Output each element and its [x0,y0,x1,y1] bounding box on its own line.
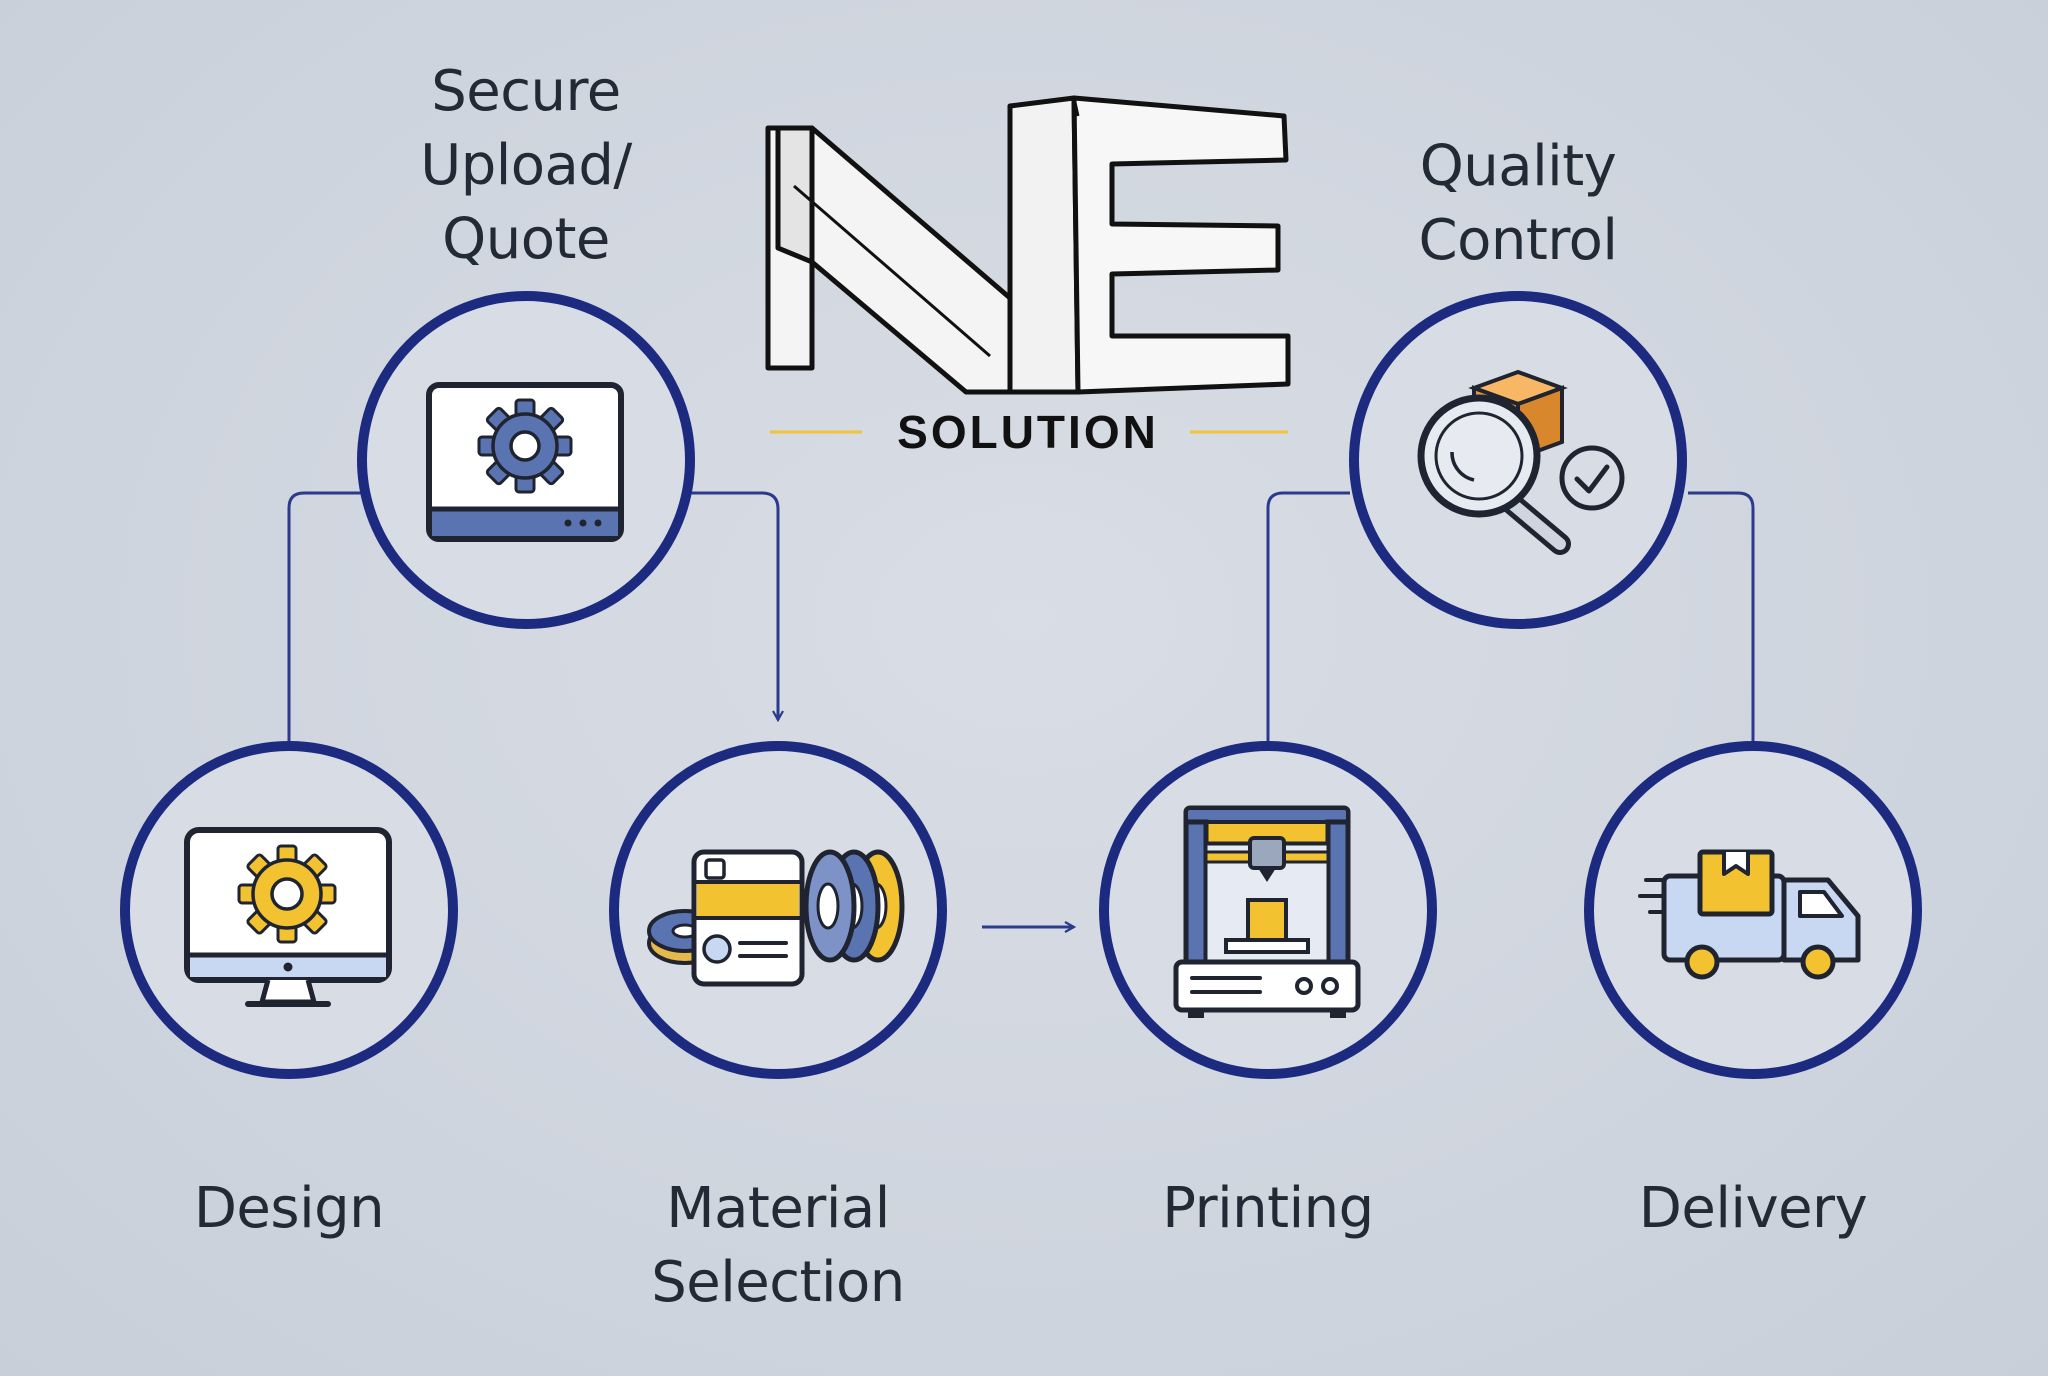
filament-spools-icon [647,849,905,987]
label-delivery: Delivery [1603,1172,1903,1246]
label-line: Printing [1162,1176,1374,1241]
magnifier-check-icon [1417,369,1625,555]
label-line: Delivery [1638,1176,1868,1241]
label-printing: Printing [1118,1172,1418,1246]
desktop-gear-icon [184,827,392,1007]
connector-quality-to-printing [1266,491,1350,742]
label-line: Material [666,1176,890,1241]
label-line: Upload/ [420,133,632,198]
label-line: Quote [442,207,610,272]
connector-upload-to-material [690,491,778,720]
3d-printer-icon [1173,805,1361,1018]
label-line: Secure [431,59,621,124]
label-design: Design [139,1172,439,1246]
label-line: Control [1418,208,1618,273]
connector-upload-to-design [287,491,362,742]
label-quality-control: Quality Control [1368,130,1668,278]
label-line: Selection [651,1250,905,1315]
label-material-selection: Material Selection [628,1172,928,1320]
monitor-gear-icon [426,382,624,542]
connector-quality-to-delivery [1688,491,1755,742]
delivery-truck-icon [1638,849,1861,980]
ne-logo [765,95,1291,395]
logo-word: SOLUTION [897,406,1159,458]
label-line: Quality [1419,134,1617,199]
label-secure-upload: Secure Upload/ Quote [376,55,676,277]
label-line: Design [193,1176,385,1241]
